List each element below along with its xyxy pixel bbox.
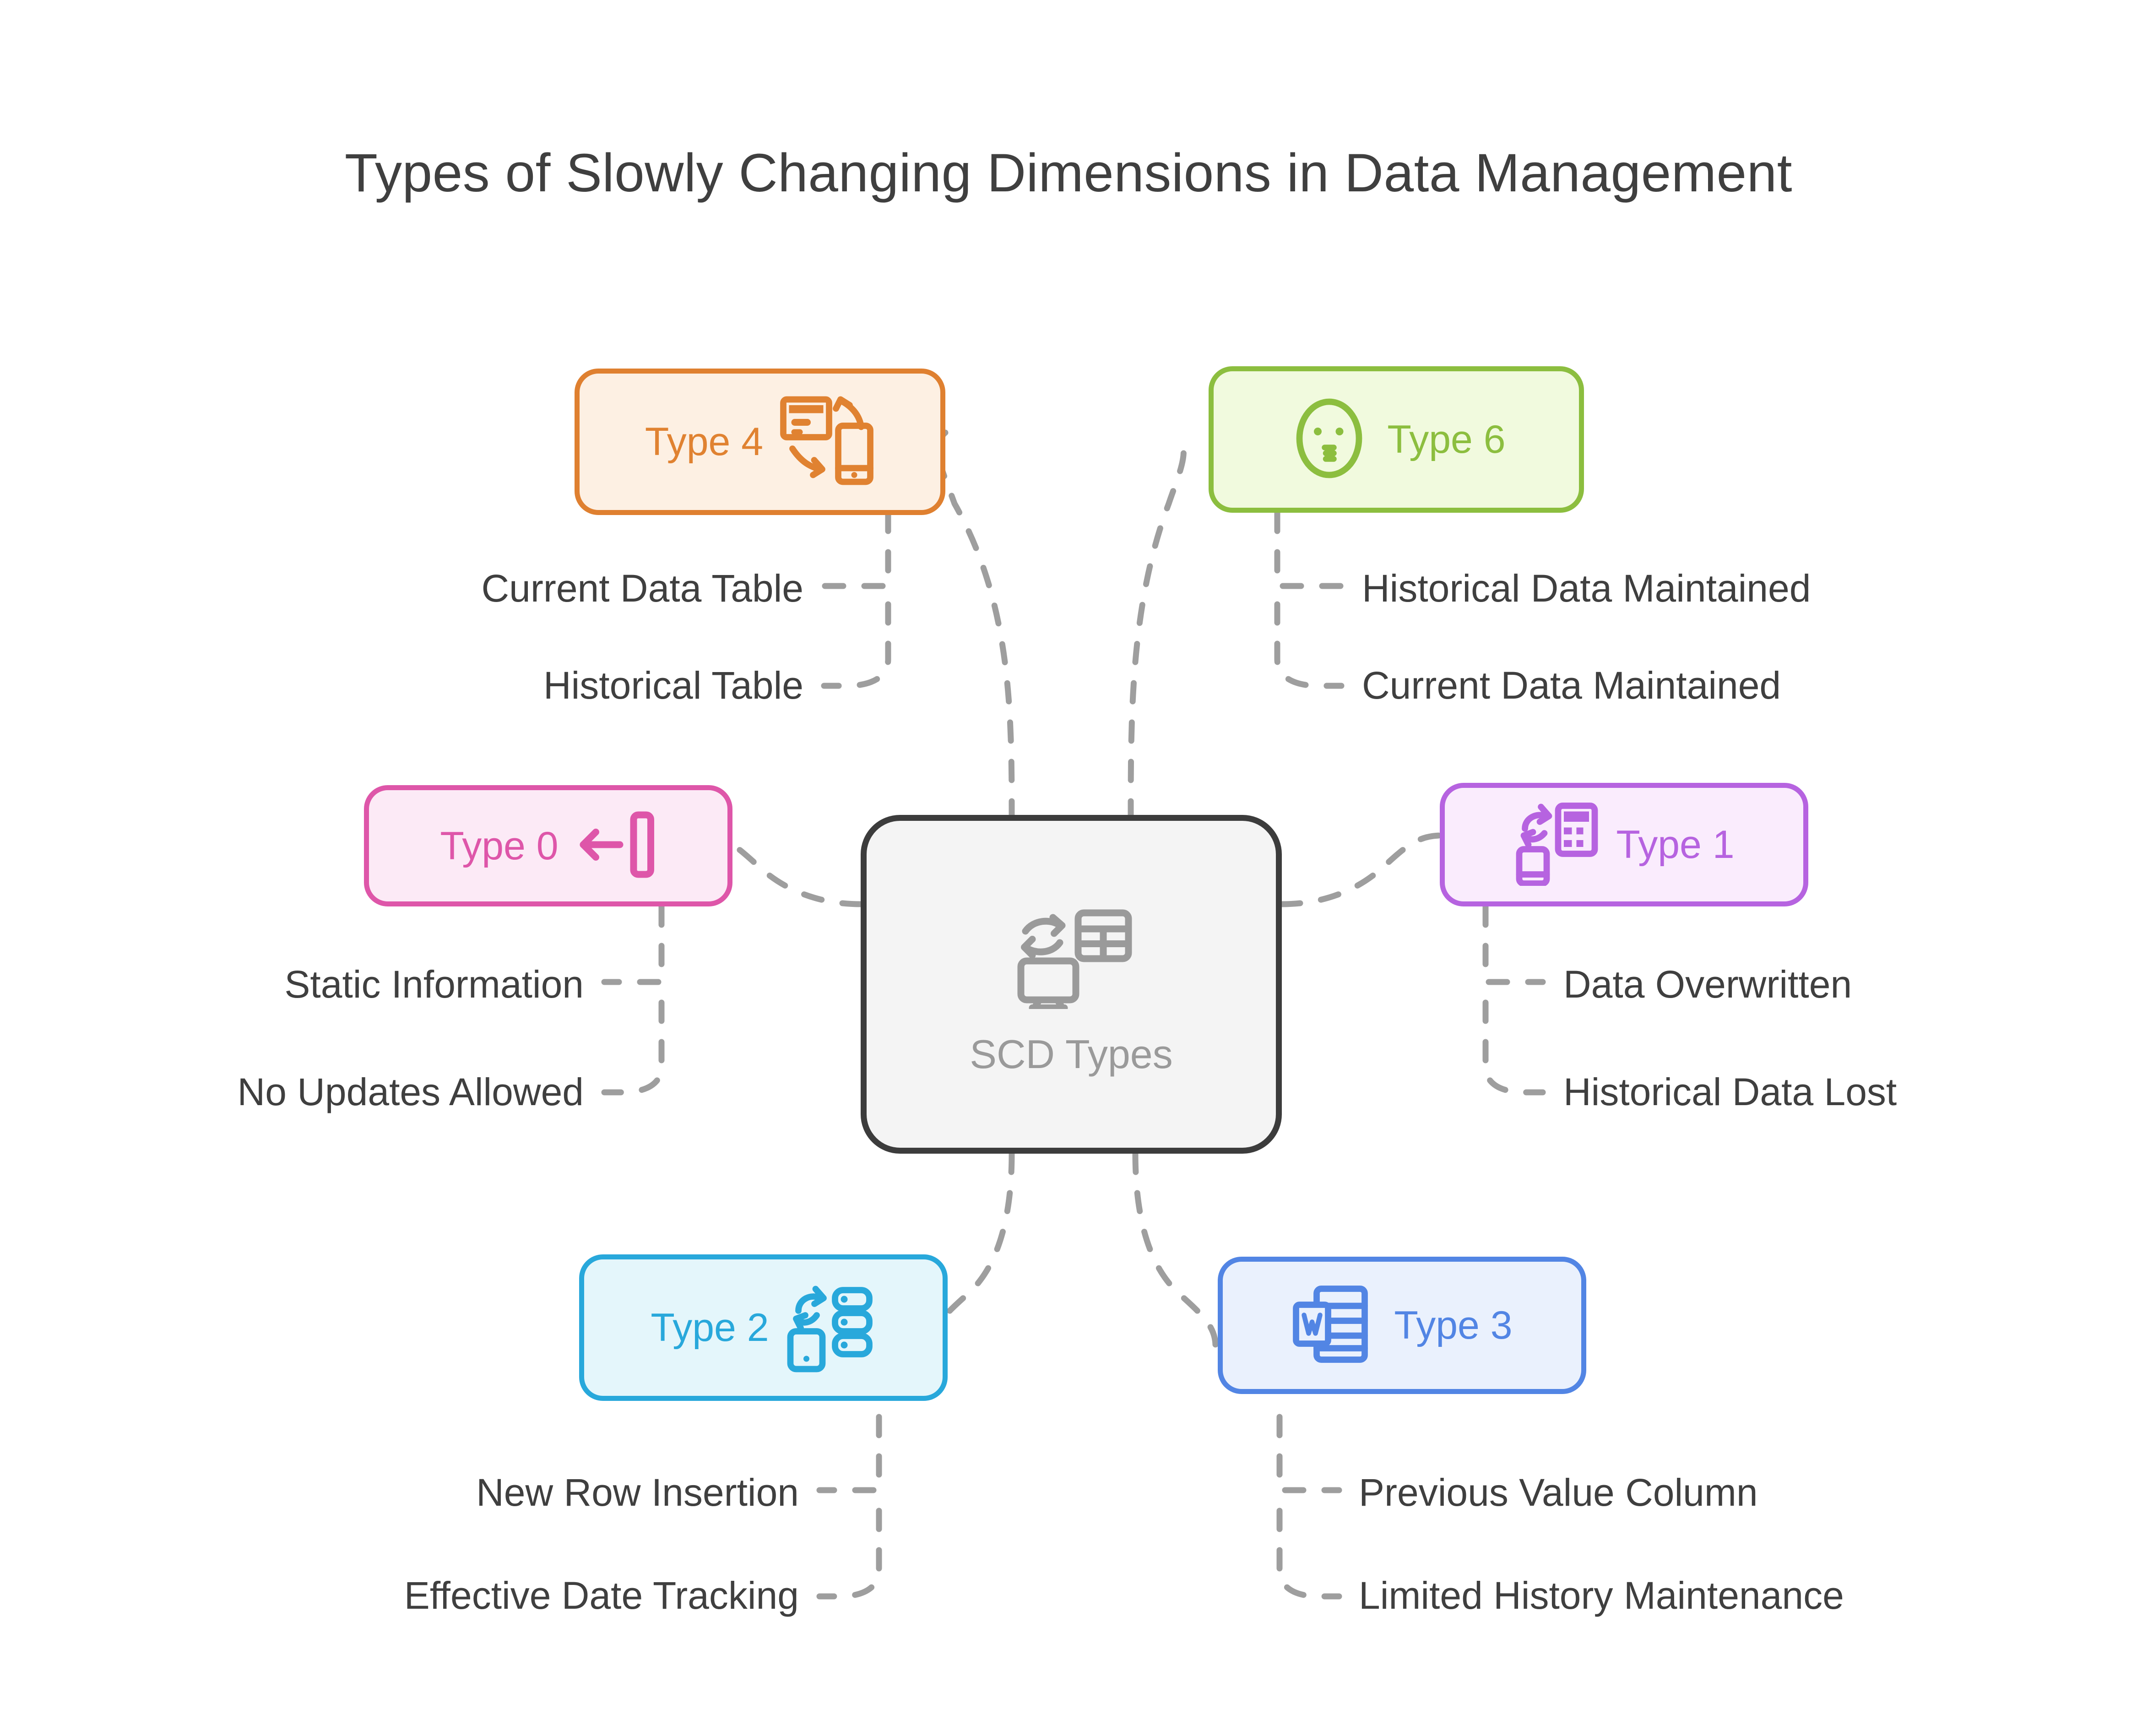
connector-type0-leaf2 [601,999,665,1096]
phone-sync-database-icon [785,1281,876,1375]
connector-type4-leaf1 [821,510,891,589]
node-type4-label: Type 4 [645,420,764,464]
leaf-type1-2: Historical Data Lost [1563,1070,1897,1113]
connector-type1-leaf1 [1482,903,1546,985]
arrow-left-bar-icon [574,808,656,884]
card-sync-phone-icon [779,396,875,488]
sync-table-monitor-icon [1003,895,1140,1011]
connector-type0-leaf1 [601,903,665,985]
center-node-label: SCD Types [970,1031,1173,1077]
node-type3-label: Type 3 [1394,1303,1513,1347]
connector-type4-leaf2 [821,601,891,689]
center-node-scd-types[interactable]: SCD Types [861,815,1282,1154]
kissing-face-icon [1287,396,1372,483]
connector-center-type3 [1132,1150,1219,1349]
leaf-type6-1: Historical Data Maintained [1362,567,1811,610]
node-type3[interactable]: Type 3 [1218,1257,1586,1394]
connector-type2-leaf1 [816,1414,882,1493]
connector-type2-leaf2 [816,1508,882,1600]
leaf-type6-2: Current Data Maintained [1362,664,1781,707]
connector-center-type6 [1128,434,1187,823]
node-type2[interactable]: Type 2 [579,1254,948,1401]
node-type1-label: Type 1 [1616,823,1735,867]
connector-center-type1 [1279,832,1445,907]
leaf-type0-1: Static Information [284,963,584,1006]
connector-type1-leaf2 [1482,999,1546,1096]
leaf-type2-1: New Row Insertion [476,1471,799,1514]
node-type0-label: Type 0 [440,824,559,868]
node-type1[interactable]: Type 1 [1440,783,1808,906]
connector-center-type4 [935,429,1015,823]
page-title: Types of Slowly Changing Dimensions in D… [344,143,1793,203]
node-type0[interactable]: Type 0 [364,785,732,906]
leaf-type3-1: Previous Value Column [1359,1471,1758,1514]
connector-type3-leaf2 [1276,1508,1342,1600]
leaf-type2-2: Effective Date Tracking [404,1574,799,1617]
node-type6-label: Type 6 [1387,418,1506,461]
leaf-type4-2: Historical Table [543,664,803,707]
node-type6[interactable]: Type 6 [1209,366,1584,513]
leaf-type4-1: Current Data Table [481,567,804,610]
node-type2-label: Type 2 [651,1306,769,1350]
node-type4[interactable]: Type 4 [575,369,945,515]
leaf-type0-2: No Updates Allowed [237,1070,584,1113]
leaf-type1-1: Data Overwritten [1563,963,1852,1006]
leaf-type3-2: Limited History Maintenance [1359,1574,1844,1617]
connector-type6-leaf2 [1274,601,1345,689]
connector-type6-leaf1 [1274,510,1345,589]
connector-type3-leaf1 [1276,1414,1342,1493]
phone-sync-calculator-icon [1513,801,1600,888]
word-document-table-icon [1291,1282,1378,1369]
